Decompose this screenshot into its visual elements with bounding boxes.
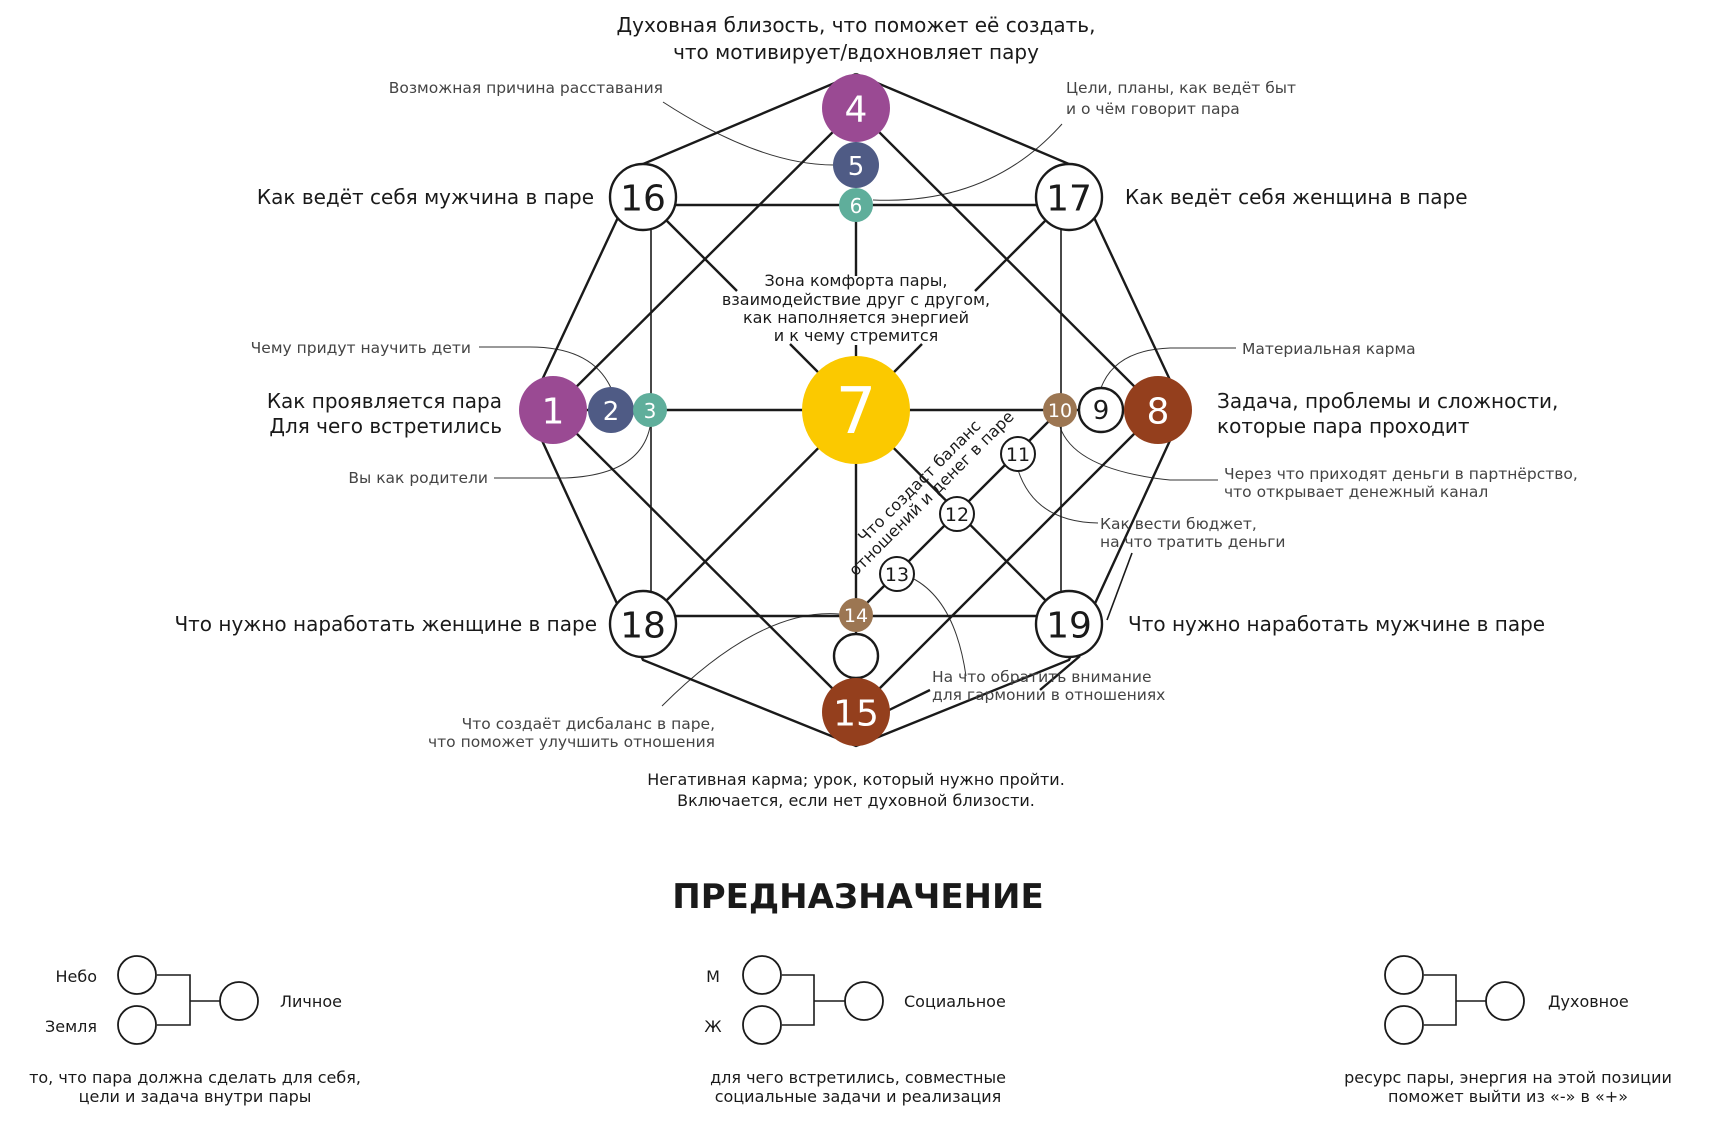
svg-text:12: 12 — [945, 504, 969, 526]
svg-text:18: 18 — [620, 606, 666, 647]
svg-text:3: 3 — [644, 399, 657, 423]
svg-text:9: 9 — [1093, 396, 1110, 426]
svg-text:16: 16 — [620, 179, 666, 220]
node-19: 19 — [1034, 589, 1104, 659]
svg-text:7: 7 — [836, 375, 877, 449]
node-6: 6 — [839, 188, 873, 222]
node-1: 1 — [519, 376, 587, 444]
label-man: Как ведёт себя мужчина в паре — [257, 185, 594, 209]
svg-text:13: 13 — [885, 564, 909, 586]
label-top-2: что мотивирует/вдохновляет пару — [673, 40, 1039, 64]
node-17: 17 — [1034, 162, 1104, 232]
svg-text:ресурс пары, энергия на этой п: ресурс пары, энергия на этой позиции — [1344, 1068, 1672, 1087]
svg-text:19: 19 — [1046, 606, 1092, 647]
node-11: 11 — [1000, 436, 1036, 472]
label-budget-2: на что тратить деньги — [1100, 533, 1285, 551]
label-comfort-1: Зона комфорта пары, — [765, 271, 948, 290]
annotation-connectors — [479, 101, 1236, 707]
svg-text:4: 4 — [845, 90, 868, 131]
purpose-personal: Небо Земля Личное то, что пара должна сд… — [29, 955, 361, 1106]
svg-text:15: 15 — [833, 694, 879, 735]
node-3: 3 — [633, 393, 667, 427]
node-10: 10 — [1043, 393, 1077, 427]
label-top-1: Духовная близость, что поможет её создат… — [617, 13, 1096, 37]
svg-text:6: 6 — [850, 194, 863, 218]
label-imbalance-1: Что создаёт дисбаланс в паре, — [462, 715, 715, 733]
purpose-social: М Ж Социальное для чего встретились, сов… — [704, 955, 1006, 1106]
node-14: 14 — [839, 598, 873, 632]
purpose-brackets — [157, 974, 1486, 1026]
node-12: 12 — [939, 496, 975, 532]
label-children: Чему придут научить дети — [251, 339, 471, 357]
label-karma-material: Материальная карма — [1242, 340, 1416, 358]
svg-text:Земля: Земля — [45, 1017, 97, 1036]
label-comfort-2: взаимодействие друг с другом, — [722, 290, 990, 309]
label-money-1: Через что приходят деньги в партнёрство, — [1224, 465, 1578, 483]
label-pair-2: Для чего встретились — [269, 414, 502, 438]
svg-text:Социальное: Социальное — [904, 992, 1006, 1011]
label-man-work: Что нужно наработать мужчине в паре — [1128, 612, 1545, 636]
svg-text:2: 2 — [603, 397, 620, 427]
label-budget-1: Как вести бюджет, — [1100, 515, 1257, 533]
svg-text:Небо: Небо — [55, 967, 97, 986]
node-9: 9 — [1077, 386, 1125, 434]
purpose-spiritual: Духовное ресурс пары, энергия на этой по… — [1344, 955, 1672, 1106]
svg-text:Ж: Ж — [704, 1017, 721, 1036]
svg-text:Духовное: Духовное — [1548, 992, 1629, 1011]
label-imbalance-2: что поможет улучшить отношения — [428, 733, 715, 751]
label-pair-1: Как проявляется пара — [267, 389, 502, 413]
label-parents: Вы как родители — [348, 469, 488, 487]
label-negative-1: Негативная карма; урок, который нужно пр… — [647, 770, 1065, 789]
svg-text:для чего встретились, совместн: для чего встретились, совместные — [710, 1068, 1006, 1087]
svg-text:8: 8 — [1147, 392, 1170, 433]
label-goals-1: Цели, планы, как ведёт быт — [1066, 79, 1296, 97]
svg-text:1: 1 — [542, 392, 565, 433]
svg-text:М: М — [706, 967, 720, 986]
label-breakup: Возможная причина расставания — [389, 79, 663, 97]
node-15: 15 — [822, 678, 890, 746]
svg-text:17: 17 — [1046, 179, 1092, 220]
label-comfort-4: и к чему стремится — [774, 326, 938, 345]
label-task-1: Задача, проблемы и сложности, — [1217, 389, 1558, 413]
node-blank — [832, 632, 880, 680]
label-attention-1: На что обратить внимание — [932, 668, 1152, 686]
svg-text:цели и задача внутри пары: цели и задача внутри пары — [79, 1087, 312, 1106]
label-negative-2: Включается, если нет духовной близости. — [677, 791, 1035, 810]
node-13: 13 — [879, 556, 915, 592]
label-goals-2: и о чём говорит пара — [1066, 100, 1240, 118]
node-4: 4 — [822, 74, 890, 142]
label-task-2: которые пара проходит — [1217, 414, 1470, 438]
label-attention-2: для гармонии в отношениях — [932, 686, 1165, 704]
purpose-title: ПРЕДНАЗНАЧЕНИЕ — [672, 877, 1043, 917]
node-8: 8 — [1124, 376, 1192, 444]
svg-text:социальные задачи и реализация: социальные задачи и реализация — [715, 1087, 1002, 1106]
svg-text:Личное: Личное — [280, 992, 342, 1011]
label-money-2: что открывает денежный канал — [1224, 483, 1488, 501]
node-7: 7 — [802, 356, 910, 464]
node-5: 5 — [833, 142, 879, 188]
label-woman-work: Что нужно наработать женщине в паре — [174, 612, 597, 636]
svg-text:поможет выйти из «-» в «+»: поможет выйти из «-» в «+» — [1388, 1087, 1628, 1106]
svg-text:5: 5 — [848, 152, 865, 182]
svg-text:то, что пара должна сделать дл: то, что пара должна сделать для себя, — [29, 1068, 361, 1087]
node-2: 2 — [588, 387, 634, 433]
svg-text:10: 10 — [1048, 400, 1072, 422]
label-comfort-3: как наполняется энергией — [743, 308, 969, 327]
label-woman: Как ведёт себя женщина в паре — [1125, 185, 1468, 209]
node-18: 18 — [608, 589, 678, 659]
svg-text:14: 14 — [844, 605, 868, 627]
node-16: 16 — [608, 162, 678, 232]
svg-text:11: 11 — [1006, 444, 1030, 466]
